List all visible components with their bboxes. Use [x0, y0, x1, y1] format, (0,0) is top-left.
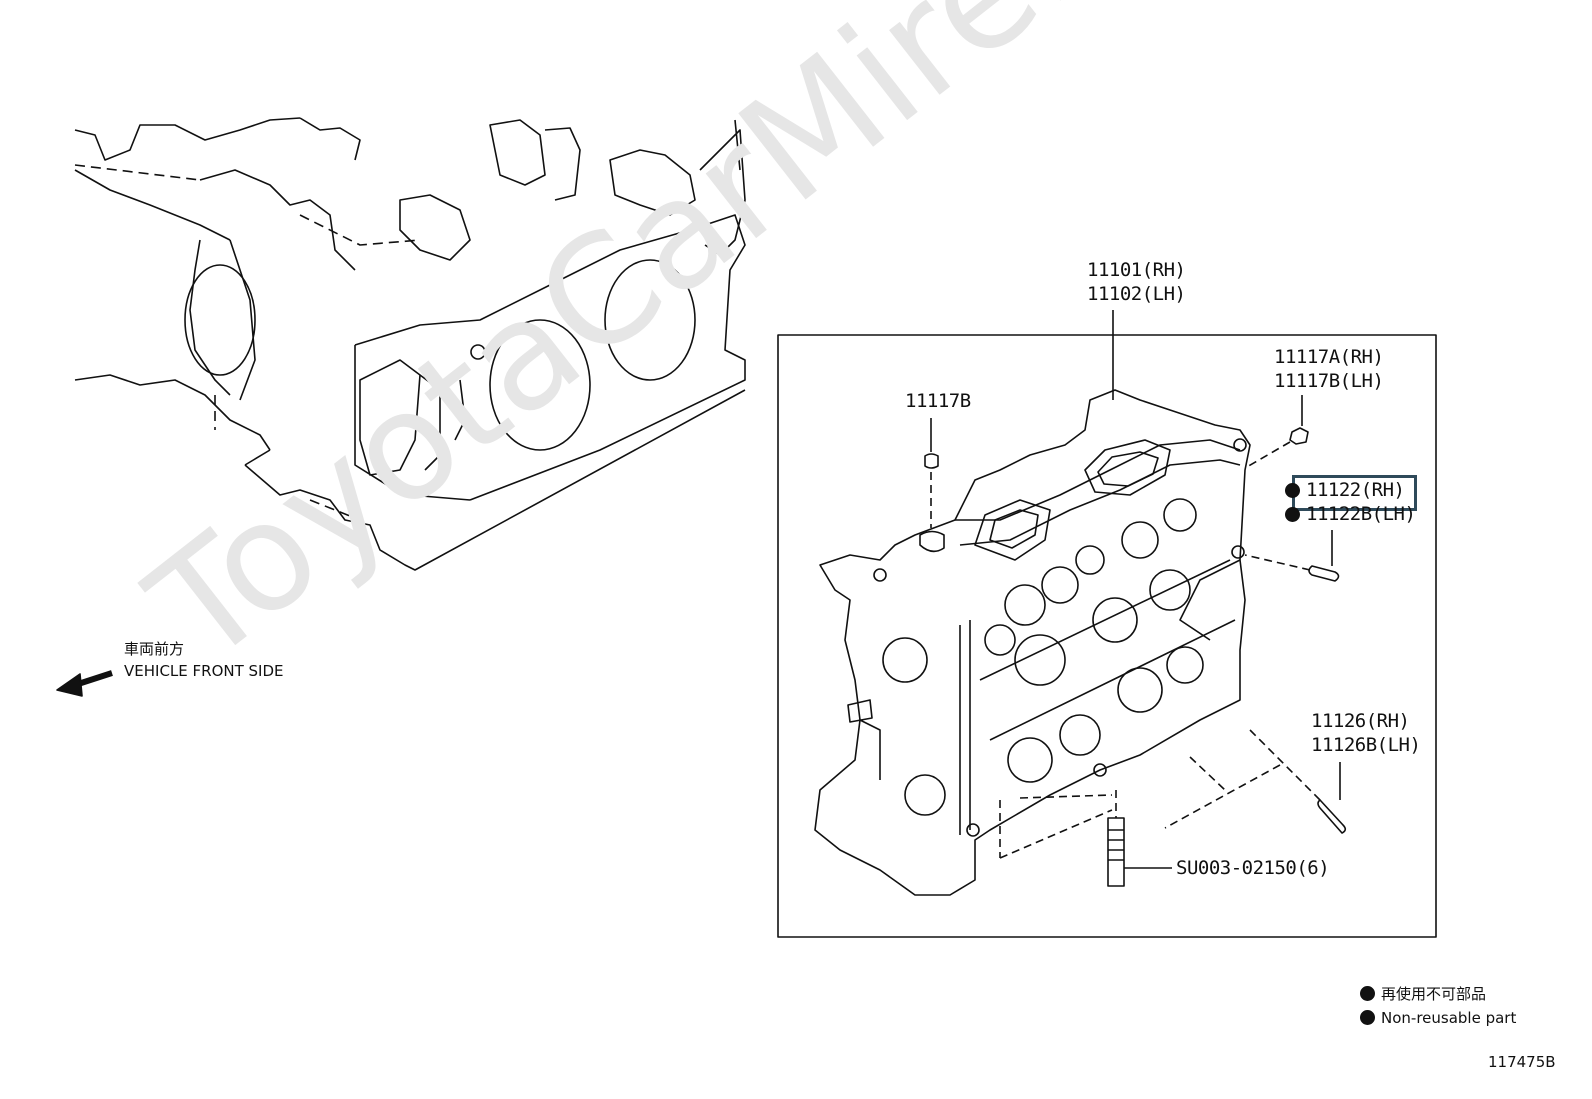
direction-label-jp: 車両前方	[124, 640, 185, 658]
stud-bolt-part	[999, 790, 1172, 887]
label-head-lh[interactable]: 11102(LH)	[1087, 283, 1186, 305]
cylinder-head-box	[777, 334, 1437, 938]
diagram-id: 117475B	[1488, 1053, 1556, 1071]
legend-dot-icon	[1360, 986, 1375, 1001]
legend-dot-icon	[1360, 1010, 1375, 1025]
label-plug-b[interactable]: 11117B	[905, 390, 971, 412]
label-head-rh[interactable]: 11101(RH)	[1087, 259, 1186, 281]
label-pin-rh[interactable]: 11122(RH)	[1285, 478, 1405, 502]
direction-label-en: VEHICLE FRONT SIDE	[124, 662, 284, 680]
legend-jp: 再使用不可部品	[1360, 982, 1486, 1006]
non-reusable-dot-icon	[1285, 507, 1300, 522]
vehicle-front-arrow-icon	[56, 670, 113, 697]
label-guide-lh[interactable]: 11126B(LH)	[1311, 734, 1421, 756]
cylinder-head-illustration	[814, 389, 1251, 896]
plug-11117b-part	[924, 418, 939, 528]
label-plug-b-lh[interactable]: 11117B(LH)	[1274, 370, 1384, 392]
legend-en-text: Non-reusable part	[1381, 1009, 1517, 1027]
legend-en: Non-reusable part	[1360, 1006, 1516, 1030]
label-stud[interactable]: SU003-02150(6)	[1176, 857, 1330, 879]
engine-block-illustration	[74, 117, 746, 571]
label-pin-lh[interactable]: 11122B(LH)	[1285, 502, 1416, 526]
pin-11122-part	[1244, 530, 1340, 582]
label-guide-rh[interactable]: 11126(RH)	[1311, 710, 1410, 732]
legend-jp-text: 再使用不可部品	[1381, 985, 1487, 1003]
non-reusable-dot-icon	[1285, 483, 1300, 498]
label-plug-a-rh[interactable]: 11117A(RH)	[1274, 346, 1384, 368]
label-pin-lh-text: 11122B(LH)	[1306, 503, 1416, 525]
plug-11117a-part	[1244, 395, 1309, 469]
label-pin-rh-text: 11122(RH)	[1306, 479, 1405, 501]
guide-11126-part	[1164, 729, 1347, 834]
